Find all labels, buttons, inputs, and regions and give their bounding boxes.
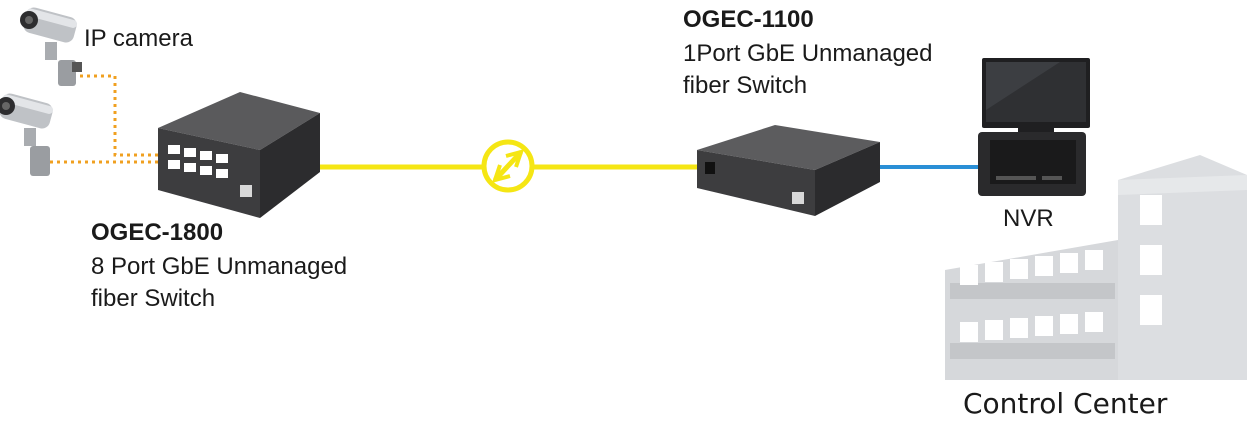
left-switch-desc-line2: fiber Switch [91, 285, 216, 312]
right-switch-desc-line2: fiber Switch [683, 72, 808, 99]
fiber-connector-icon [481, 139, 535, 193]
building-icon [945, 155, 1247, 380]
nvr-label: NVR [1003, 205, 1054, 232]
fiber-switch-icon [158, 92, 320, 218]
monitor-icon [982, 58, 1090, 132]
nvr-icon [978, 132, 1086, 196]
left-switch-model: OGEC-1800 [91, 219, 224, 246]
camera-link-lines [50, 74, 158, 164]
right-switch-desc-line1: 1Port GbE Unmanaged [683, 40, 933, 67]
camera-label: IP camera [84, 25, 193, 52]
left-switch-desc-line1: 8 Port GbE Unmanaged [91, 253, 348, 280]
right-switch-model: OGEC-1100 [683, 6, 814, 33]
ip-camera-icon [0, 93, 54, 176]
fiber-switch-icon [697, 125, 880, 216]
ip-camera-icon [20, 7, 82, 86]
control-center-label: Control Center [963, 387, 1168, 420]
